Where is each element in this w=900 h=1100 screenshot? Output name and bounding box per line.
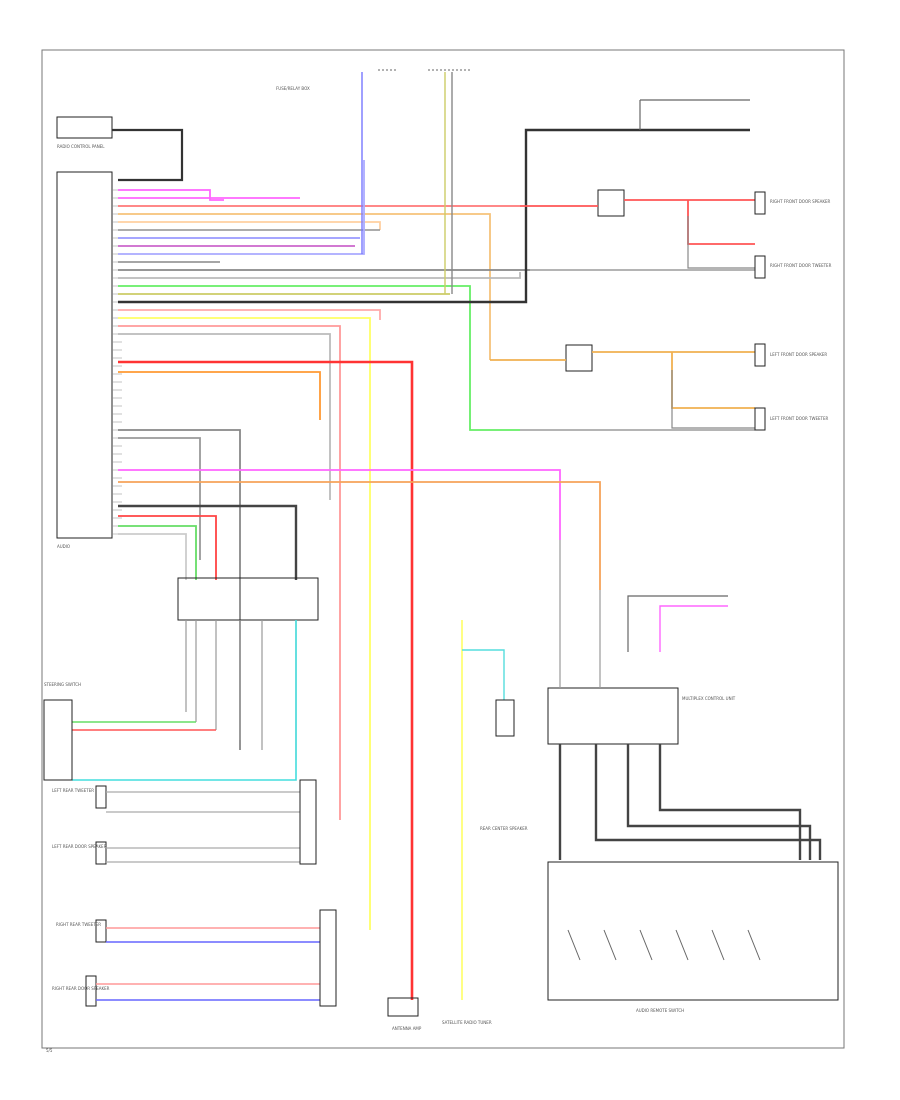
wire-rr-red (96, 927, 320, 985)
wire-mux-drop (559, 540, 601, 688)
wire-top-gray (639, 99, 750, 130)
center-connector-block (177, 577, 319, 621)
rr-speaker-label: RIGHT REAR DOOR SPEAKER (52, 986, 110, 991)
satellite-tuner-label: SATELLITE RADIO TUNER (442, 1020, 492, 1025)
wire-rr-blue (96, 941, 320, 1001)
wire-rf-speaker (520, 199, 755, 245)
wire-black-bus (512, 128, 750, 304)
audio-harness-wires (118, 160, 601, 1000)
lr-tweeter-connector (95, 785, 107, 809)
wire-satellite-cyan (462, 649, 505, 700)
audio-remote-switch-box (547, 861, 839, 1001)
rf-speaker-label: RIGHT FRONT DOOR SPEAKER (770, 199, 831, 204)
rear-center-speaker-label: REAR CENTER SPEAKER (480, 826, 528, 831)
page-footer: 5/5 (46, 1048, 53, 1053)
diagram-frame (41, 49, 845, 1049)
wire-lr (106, 791, 300, 863)
wire-mux-gray (627, 595, 728, 652)
wire-mux-harness (558, 744, 822, 860)
rr-speaker-connector (85, 975, 97, 1007)
rr-tweeter-label: RIGHT REAR TWEETER (56, 922, 101, 927)
lf-tweeter-connector (754, 407, 766, 431)
wire-lf-tweeter (520, 370, 755, 431)
audio-pin-stubs (112, 189, 122, 535)
radio-control-panel-label: RADIO CONTROL PANEL (57, 144, 105, 149)
audio-remote-switch-label: AUDIO REMOTE SWITCH (636, 1008, 684, 1013)
antenna-amp-label: ANTENNA AMP (392, 1026, 422, 1031)
rr-junction (319, 909, 337, 1007)
fuse-relay-label: FUSE/RELAY BOX (276, 86, 310, 91)
remote-switch-contacts (567, 929, 761, 961)
top-fuse-feeds (361, 69, 470, 294)
wire-center-drops (185, 620, 297, 760)
lr-junction (299, 779, 317, 865)
lr-tweeter-label: LEFT REAR TWEETER (52, 788, 94, 793)
right-front-relay-box (597, 189, 625, 217)
antenna-amp-box (387, 997, 419, 1017)
multiplex-unit-label: MULTIPLEX CONTROL UNIT (682, 696, 736, 701)
wire-mux-pink (659, 605, 728, 652)
rr-tweeter-connector (95, 919, 107, 943)
lf-tweeter-label: LEFT FRONT DOOR TWEETER (770, 416, 828, 421)
lr-speaker-label: LEFT REAR DOOR SPEAKER (52, 844, 107, 849)
wire-center-cyan (72, 620, 297, 781)
rf-tweeter-connector (754, 255, 766, 279)
wire-panel-loop (112, 128, 184, 182)
lf-speaker-label: LEFT FRONT DOOR SPEAKER (770, 352, 827, 357)
radio-control-panel-box (56, 116, 113, 139)
audio-unit-box (56, 171, 113, 539)
lf-speaker-connector (754, 343, 766, 367)
rf-tweeter-label: RIGHT FRONT DOOR TWEETER (770, 263, 832, 268)
rf-speaker-connector (754, 191, 766, 215)
rear-center-speaker-box (495, 699, 515, 737)
wire-rf-tweeter (530, 216, 755, 271)
lr-speaker-connector (95, 841, 107, 865)
audio-unit-label: AUDIO (57, 544, 70, 549)
steering-switch-box (43, 699, 73, 781)
steering-switch-label: STEERING SWITCH (44, 682, 81, 687)
multiplex-unit-box (547, 687, 679, 745)
wire-lf-speaker (490, 351, 755, 409)
left-front-relay-box (565, 344, 593, 372)
